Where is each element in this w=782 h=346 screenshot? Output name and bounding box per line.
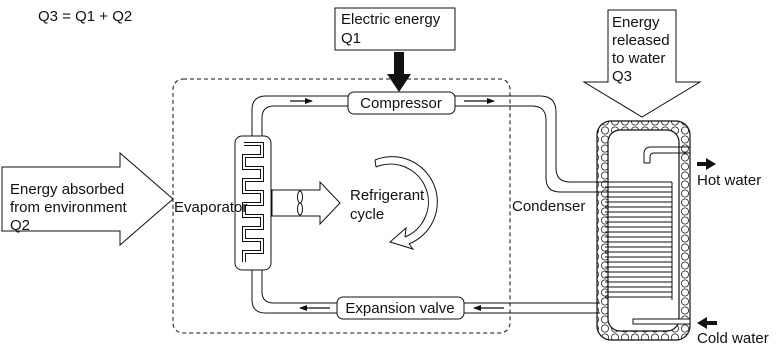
energy-released-arrow: Energy released to water Q3 bbox=[582, 9, 702, 118]
energy-released-line2: released bbox=[612, 32, 670, 49]
compressor-label: Compressor bbox=[360, 95, 442, 112]
cycle-label-line2: cycle bbox=[350, 206, 384, 223]
cold-water-arrow-icon bbox=[697, 317, 717, 329]
energy-input-arrow bbox=[387, 52, 411, 92]
refrigerant-pipe bbox=[251, 95, 605, 314]
condenser-coil bbox=[605, 181, 673, 300]
system-boundary bbox=[172, 78, 511, 334]
expansion-valve: Expansion valve bbox=[336, 296, 465, 320]
energy-absorbed-q2: Q2 bbox=[10, 217, 30, 234]
cycle-arrow-icon bbox=[374, 156, 438, 250]
energy-released-q3: Q3 bbox=[612, 68, 632, 85]
condenser-label: Condenser bbox=[512, 198, 585, 215]
hot-water-arrow-icon bbox=[697, 158, 716, 170]
evaporator-label: Evaporator bbox=[174, 199, 247, 216]
energy-absorbed-line1: Energy absorbed bbox=[10, 181, 124, 198]
expansion-valve-label: Expansion valve bbox=[345, 300, 454, 317]
electric-energy-label: Electric energy bbox=[341, 11, 441, 28]
cycle-label-line1: Refrigerant bbox=[350, 187, 425, 204]
energy-released-line1: Energy bbox=[612, 14, 660, 31]
compressor: Compressor bbox=[347, 91, 456, 115]
cold-water-pipe bbox=[632, 318, 691, 325]
electric-energy-box: Electric energy Q1 bbox=[334, 7, 456, 51]
evaporator bbox=[234, 135, 272, 271]
flow-arrows bbox=[290, 98, 504, 311]
energy-released-line3: to water bbox=[612, 50, 665, 67]
cold-water-label: Cold water bbox=[697, 330, 769, 346]
hot-water-label: Hot water bbox=[697, 172, 761, 189]
fan-icon bbox=[297, 190, 303, 216]
water-tank bbox=[596, 120, 691, 341]
energy-absorbed-arrow: Energy absorbed from environment Q2 bbox=[1, 151, 174, 247]
electric-energy-q1: Q1 bbox=[341, 30, 361, 47]
formula-text: Q3 = Q1 + Q2 bbox=[38, 8, 132, 25]
fan-airflow bbox=[271, 180, 341, 226]
energy-absorbed-line2: from environment bbox=[10, 199, 128, 216]
hot-water-pipe bbox=[643, 146, 690, 164]
